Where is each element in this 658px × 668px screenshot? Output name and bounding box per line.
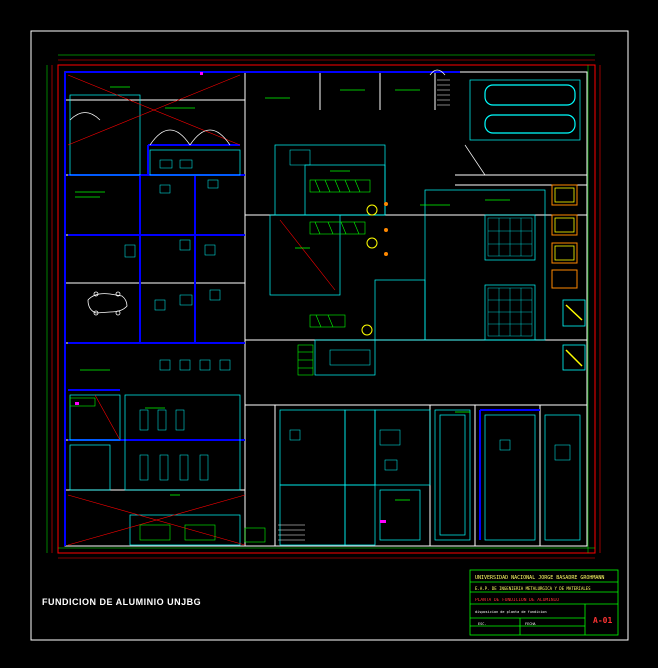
- title-block-description: disposicion de planta de fundicion: [475, 610, 547, 614]
- building-walls: [64, 71, 588, 547]
- furnaces: [69, 179, 371, 543]
- accent-marks: [75, 72, 386, 523]
- wall-outlines: [64, 71, 540, 546]
- room-label-marks: [75, 86, 510, 501]
- door-arcs: [69, 69, 486, 176]
- conveyor-system: [484, 84, 576, 134]
- machinery: [361, 184, 586, 371]
- sheet-frame: [30, 30, 629, 641]
- property-boundary: [57, 64, 596, 554]
- drawing-title: FUNDICION DE ALUMINIO UNJBG: [42, 597, 202, 607]
- title-block-sheet-number: A-01: [593, 616, 613, 625]
- dimension-lines: [46, 54, 595, 553]
- title-block-university: UNIVERSIDAD NACIONAL JORGE BASADRE GROHM…: [475, 575, 605, 581]
- title-block-date: FECHA: [525, 622, 536, 626]
- title-block-plan-name: PLANTA DE FUNDICION DE ALUMINIO: [475, 598, 559, 603]
- title-block-scale: ESC.: [478, 622, 487, 626]
- interior-partitions: [69, 79, 581, 546]
- car-icon: [87, 291, 128, 316]
- stairs: [278, 79, 450, 541]
- storage-grid: [487, 217, 533, 337]
- title-block: [469, 569, 619, 636]
- title-block-school: E.A.P. DE INGENIERIA METALURGICA Y DE MA…: [475, 586, 591, 591]
- office-furniture: [124, 149, 571, 481]
- void-markers: [67, 74, 336, 546]
